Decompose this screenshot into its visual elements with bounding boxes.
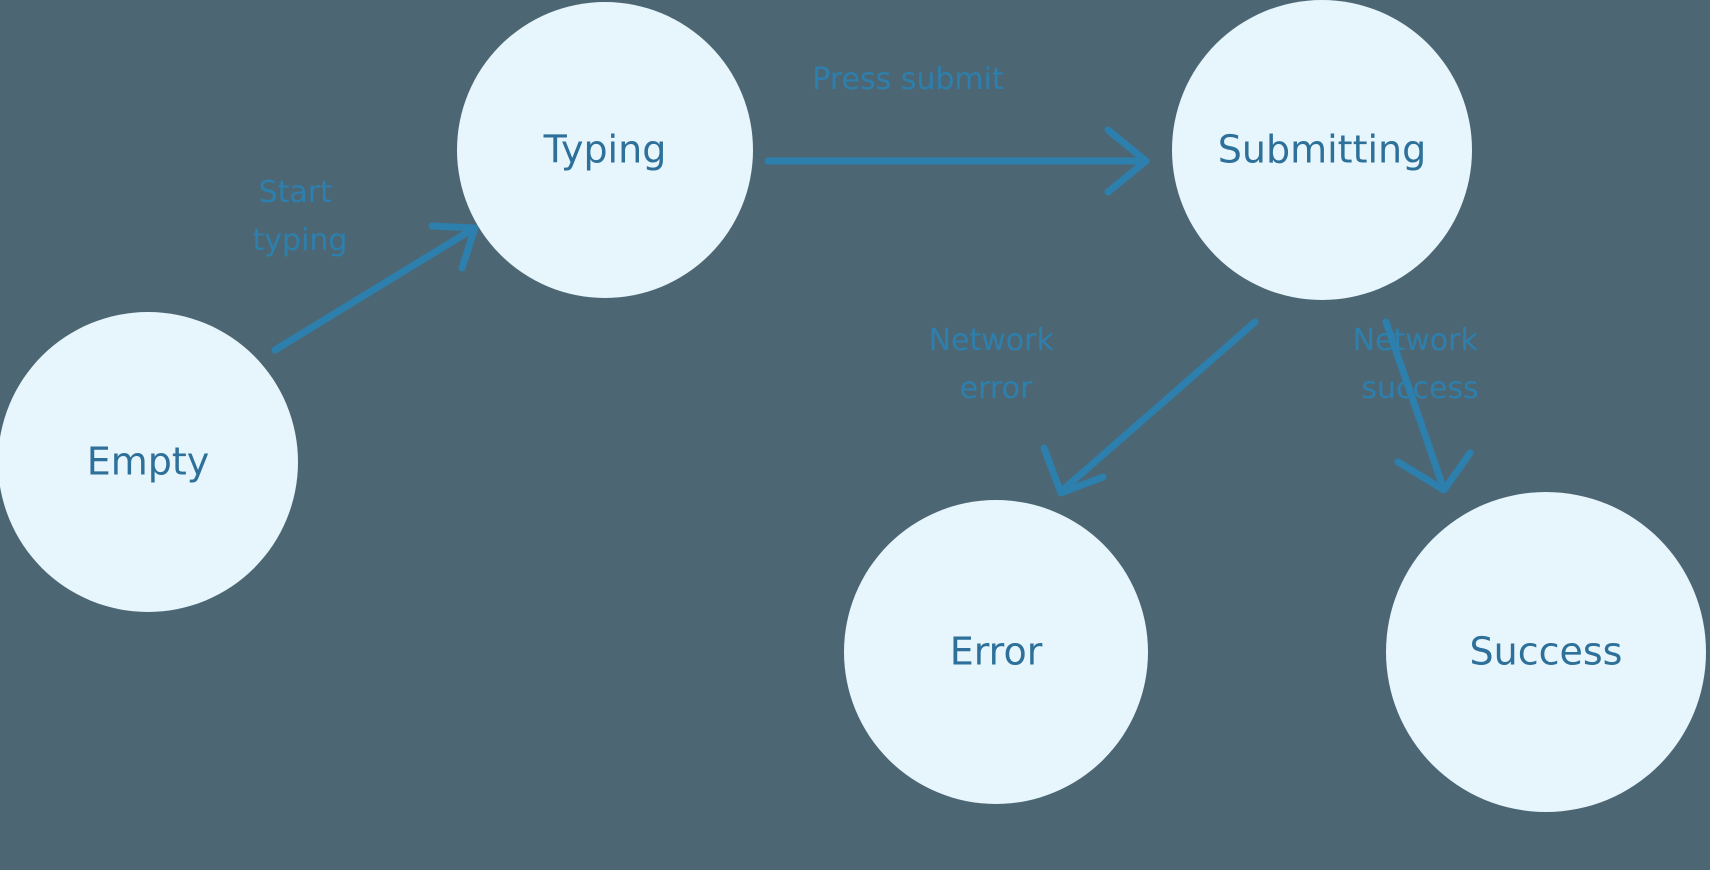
state-node-typing[interactable]: Typing xyxy=(457,2,753,298)
edge-labels-layer: Start typing Press submit Network error … xyxy=(253,62,1488,406)
edge-typing-to-submitting[interactable] xyxy=(764,126,1150,196)
edge-label-line: error xyxy=(960,371,1033,406)
edges-layer xyxy=(271,126,1474,497)
state-circle-error[interactable] xyxy=(844,500,1148,804)
arrowhead-submitting-to-success xyxy=(1394,449,1474,494)
edge-label-submitting-to-success: Network success xyxy=(1353,323,1488,406)
state-circle-success[interactable] xyxy=(1386,492,1706,812)
edge-label-typing-to-submitting: Press submit xyxy=(812,62,1004,97)
state-label-typing: Typing xyxy=(543,128,667,172)
edge-label-line: success xyxy=(1361,371,1478,406)
edge-label-empty-to-typing: Start typing xyxy=(253,175,348,258)
state-label-error: Error xyxy=(950,630,1043,674)
state-label-submitting: Submitting xyxy=(1218,128,1426,172)
edge-line-empty-to-typing xyxy=(271,228,472,354)
edge-label-line: Press submit xyxy=(812,62,1004,97)
arrowhead-submitting-to-error xyxy=(1040,444,1107,497)
state-circle-empty[interactable] xyxy=(0,312,298,612)
edge-line-submitting-to-error xyxy=(1061,318,1259,492)
state-circle-typing[interactable] xyxy=(457,2,753,298)
state-label-success: Success xyxy=(1470,630,1623,674)
edge-submitting-to-success[interactable] xyxy=(1382,318,1474,494)
state-circle-submitting[interactable] xyxy=(1172,0,1472,300)
state-node-error[interactable]: Error xyxy=(844,500,1148,804)
arrowhead-typing-to-submitting xyxy=(1104,126,1150,196)
edge-empty-to-typing[interactable] xyxy=(271,222,479,354)
edge-line-submitting-to-success xyxy=(1382,318,1446,488)
edge-label-line: Network xyxy=(929,323,1055,358)
edge-submitting-to-error[interactable] xyxy=(1040,318,1259,497)
edge-label-line: typing xyxy=(253,223,348,258)
state-node-empty[interactable]: Empty xyxy=(0,312,298,612)
edge-label-line: Network xyxy=(1353,323,1479,358)
arrowhead-empty-to-typing xyxy=(428,222,479,272)
edge-label-submitting-to-error: Network error xyxy=(929,323,1064,406)
state-node-success[interactable]: Success xyxy=(1386,492,1706,812)
edge-label-line: Start xyxy=(259,175,333,210)
state-node-submitting[interactable]: Submitting xyxy=(1172,0,1472,300)
nodes-layer: Empty Typing Submitting Error Success xyxy=(0,0,1706,812)
state-label-empty: Empty xyxy=(87,440,210,484)
